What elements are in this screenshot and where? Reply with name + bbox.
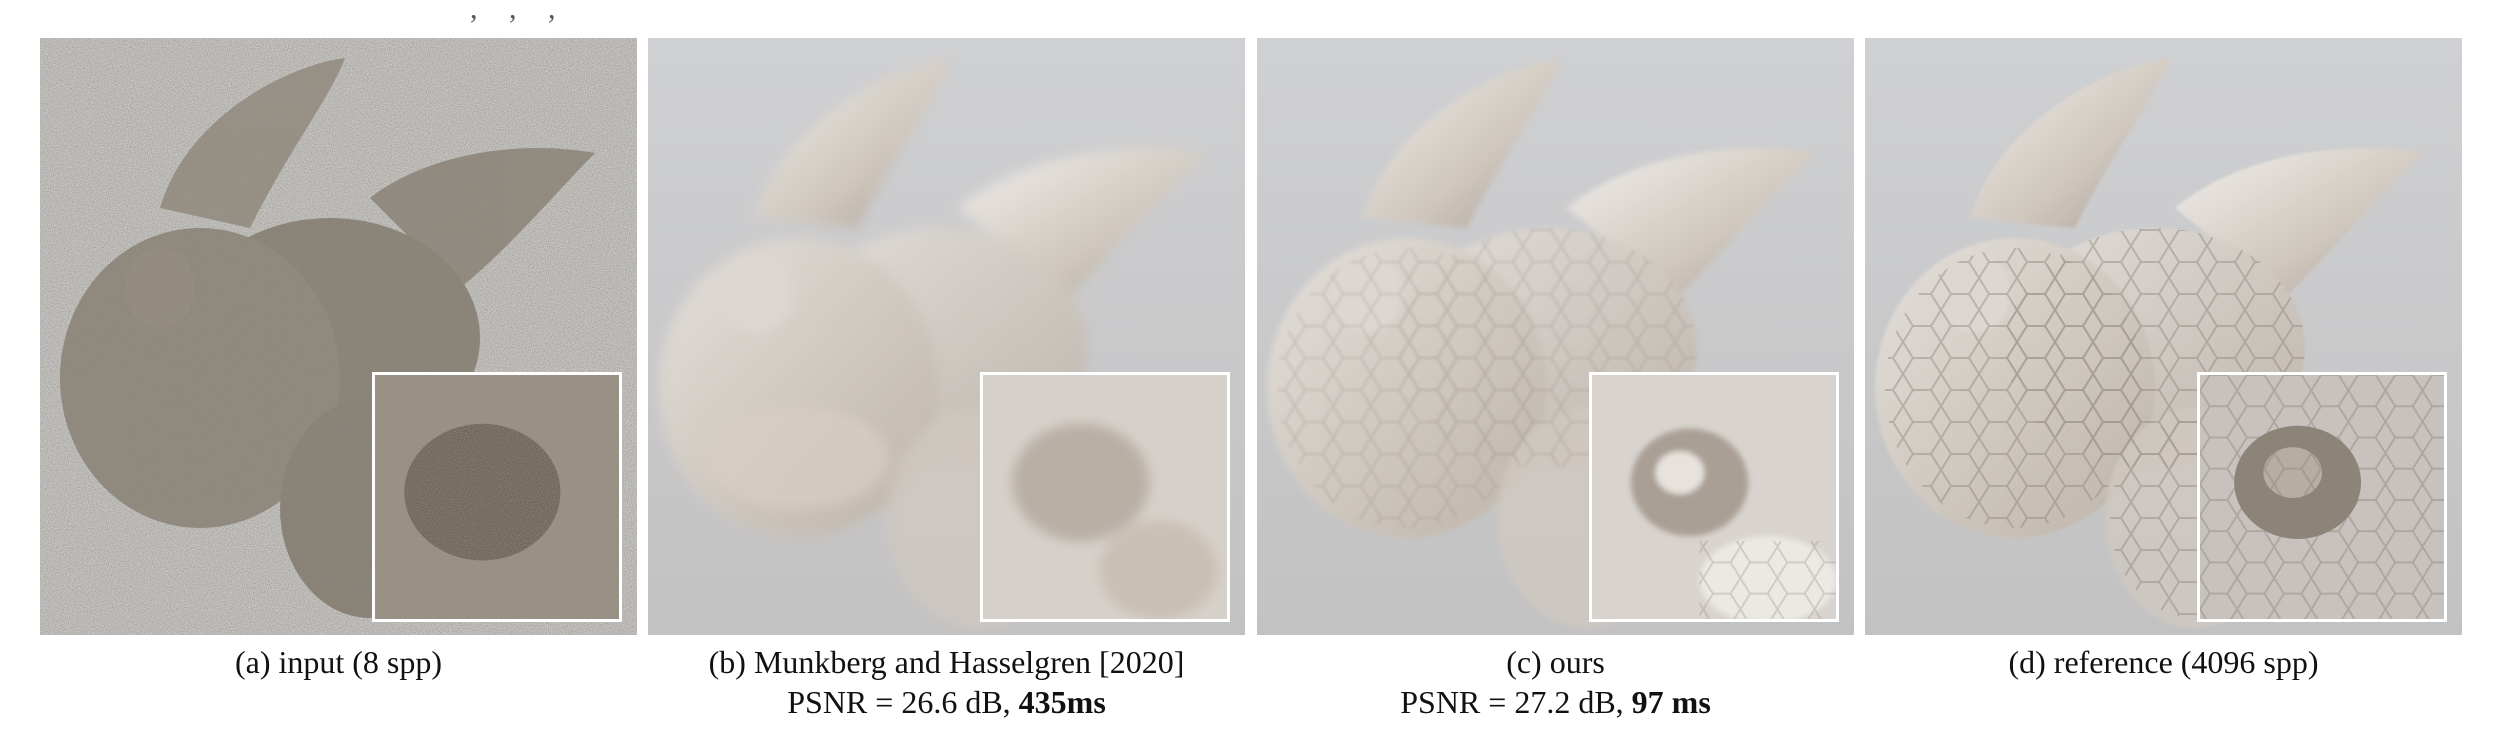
caption-label: (b) Munkberg and Hasselgren [2020] <box>708 644 1185 680</box>
zoom-inset <box>372 372 622 622</box>
zoom-inset <box>1589 372 1839 622</box>
psnr-metric: PSNR = 27.2 dB, 97 ms <box>1257 682 1854 722</box>
panel-input <box>40 38 637 635</box>
caption-munkberg: (b) Munkberg and Hasselgren [2020] PSNR … <box>648 642 1245 722</box>
caption-label: (c) ours <box>1506 644 1605 680</box>
cropped-top-text-fragment: , , , <box>470 0 568 25</box>
caption-label: (d) reference (4096 spp) <box>2008 644 2319 680</box>
panel-ours <box>1257 38 1854 635</box>
caption-reference: (d) reference (4096 spp) <box>1865 642 2462 682</box>
panel-munkberg <box>648 38 1245 635</box>
runtime-value: 97 ms <box>1631 684 1711 720</box>
caption-ours: (c) ours PSNR = 27.2 dB, 97 ms <box>1257 642 1854 722</box>
psnr-value: PSNR = 27.2 dB, <box>1400 684 1632 720</box>
caption-label: (a) input (8 spp) <box>234 644 443 680</box>
zoom-inset <box>2197 372 2447 622</box>
psnr-metric: PSNR = 26.6 dB, 435ms <box>648 682 1245 722</box>
caption-input: (a) input (8 spp) <box>40 642 637 682</box>
panel-reference <box>1865 38 2462 635</box>
zoom-inset <box>980 372 1230 622</box>
runtime-value: 435ms <box>1018 684 1106 720</box>
psnr-value: PSNR = 26.6 dB, <box>787 684 1019 720</box>
